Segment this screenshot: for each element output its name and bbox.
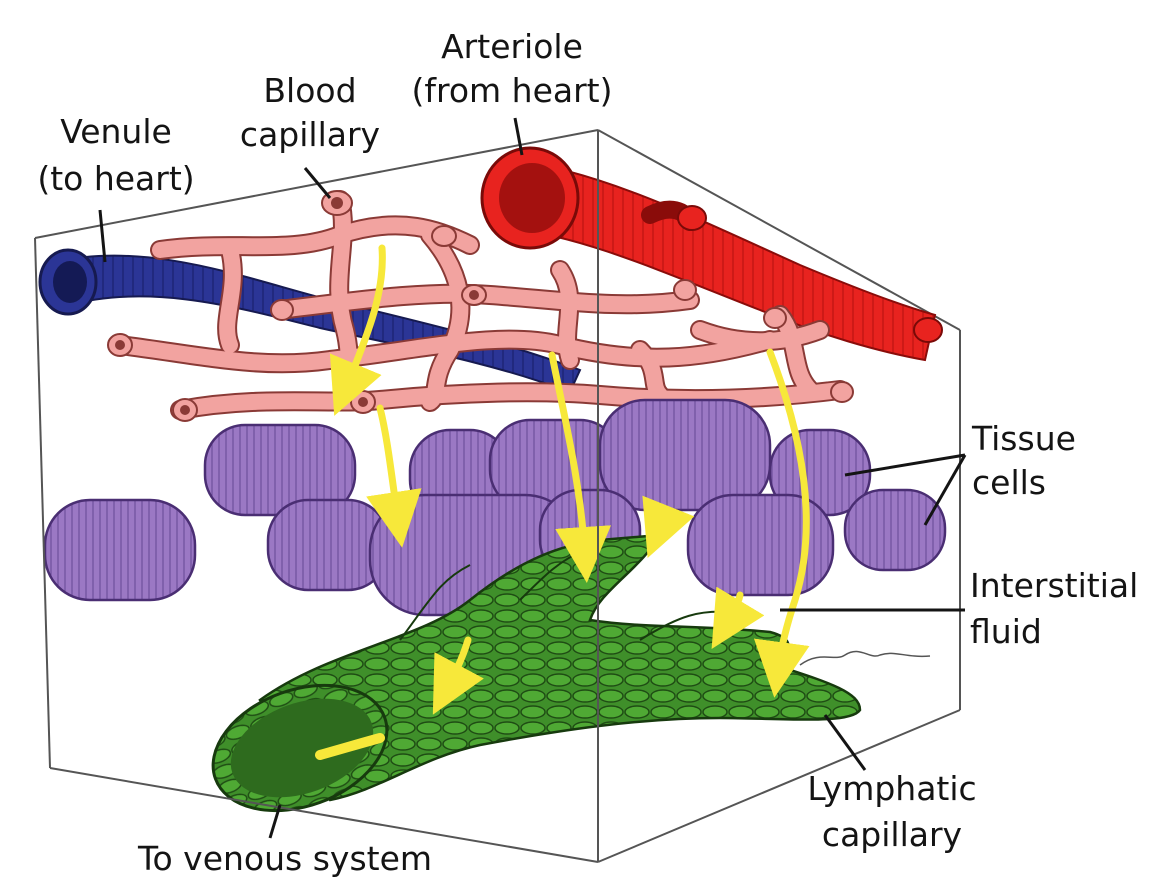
flow-arrow	[658, 512, 660, 532]
lymphatic-capillary-label-line1: Lymphatic	[807, 769, 976, 808]
tissue-cell	[600, 400, 770, 510]
tissue-cell	[688, 495, 833, 595]
tissue-cell	[845, 490, 945, 570]
interstitial-fluid-label-line2: fluid	[970, 612, 1042, 651]
blood-capillary-label-line1: Blood	[263, 71, 356, 110]
artist-signature	[800, 651, 930, 665]
venule-label-line1: Venule	[60, 112, 172, 151]
venule-label-line2: (to heart)	[37, 159, 194, 198]
blood-capillary-network	[108, 191, 853, 421]
arteriole-label-line1: Arteriole	[441, 27, 583, 66]
to-venous-system-label: To venous system	[137, 839, 432, 878]
tissue-cell	[45, 500, 195, 600]
lymphatic-capillary-label-line2: capillary	[822, 815, 962, 854]
interstitial-fluid-label-line1: Interstitial	[970, 566, 1138, 605]
blood-capillary-label-line2: capillary	[240, 115, 380, 154]
tissue-cells-label-line2: cells	[972, 463, 1046, 502]
arteriole-label-line2: (from heart)	[412, 71, 613, 110]
flow-arrow	[726, 595, 740, 625]
tissue-cells-label-line1: Tissue	[971, 419, 1076, 458]
flow-arrow	[380, 408, 398, 520]
